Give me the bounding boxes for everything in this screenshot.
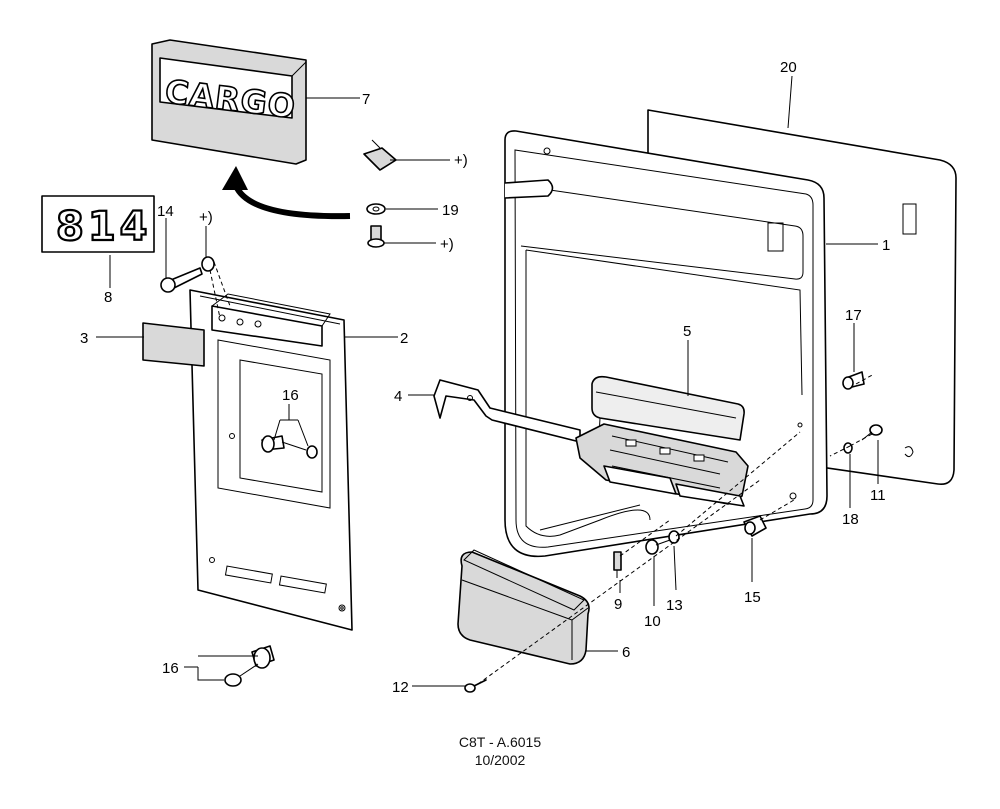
callout-plus-a: +): [454, 152, 468, 169]
callout-3: 3: [80, 330, 88, 347]
part-18-washer: [843, 442, 853, 454]
callout-labels: 7 +) 19 +) 20 1 2 3 8 14 +) 16 4 5 17 11…: [80, 59, 890, 696]
part-8-badge-814: 814: [41, 195, 155, 253]
part-14-screw: [160, 256, 231, 307]
part-6-storage-bin: [457, 549, 590, 665]
part-16-fasteners-upper: [261, 435, 318, 459]
callout-16-lower: 16: [162, 660, 179, 677]
part-12-screw: [464, 679, 487, 693]
callout-15: 15: [744, 589, 761, 606]
callout-12: 12: [392, 679, 409, 696]
callout-7: 7: [362, 91, 370, 108]
part-17-screw: [842, 371, 865, 390]
part-4-pull-handle: [433, 379, 581, 443]
callout-13: 13: [666, 597, 683, 614]
badge-814-text: 814: [56, 204, 152, 250]
callout-11: 11: [870, 487, 886, 504]
callout-20: 20: [780, 59, 797, 76]
part-15-clip: [743, 515, 767, 537]
callout-6: 6: [622, 644, 630, 661]
part-armrest-bracket: [575, 423, 749, 507]
callout-16-upper: 16: [282, 387, 299, 404]
callout-19: 19: [442, 202, 459, 219]
drawing-code: C8T - A.6015: [458, 734, 542, 750]
part-11-screw: [861, 424, 883, 441]
part-7-cargo-badge: CARGO: [151, 39, 307, 165]
part-13-washer: [668, 530, 680, 544]
part-10-bolt: [645, 539, 671, 555]
callout-14: 14: [157, 203, 174, 220]
replacement-arrow: [222, 166, 351, 220]
part-3-label-patch: [142, 322, 205, 367]
callout-5: 5: [683, 323, 691, 340]
callout-4: 4: [394, 388, 402, 405]
part-2-rear-panel: [189, 289, 353, 631]
leader-lines: [96, 75, 879, 687]
callout-10: 10: [644, 613, 661, 630]
callout-17: 17: [845, 307, 862, 324]
callout-8: 8: [104, 289, 112, 306]
part-19-fasteners: [363, 139, 397, 248]
callout-1: 1: [882, 237, 890, 254]
callout-plus-c: +): [199, 209, 213, 226]
callout-18: 18: [842, 511, 859, 528]
part-16-fasteners-lower: [224, 645, 275, 687]
part-9-screw: [613, 551, 622, 578]
drawing-date: 10/2002: [474, 752, 526, 768]
callout-plus-b: +): [440, 236, 454, 253]
callout-9: 9: [614, 596, 622, 613]
callout-2: 2: [400, 330, 408, 347]
alignment-lines: [209, 269, 875, 685]
